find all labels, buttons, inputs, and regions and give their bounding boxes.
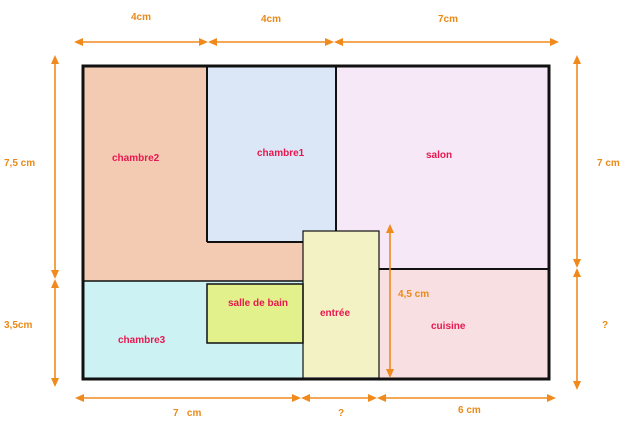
room-chambre1 — [207, 67, 336, 242]
arrow-head — [75, 394, 84, 402]
arrow-head — [550, 38, 559, 46]
room-salle-de-bain — [207, 284, 303, 343]
arrow-head — [547, 394, 556, 402]
dim-label-bottom-middle: ? — [338, 408, 344, 419]
room-chambre2 — [84, 67, 303, 281]
arrow-head — [573, 381, 581, 390]
arrow-head — [51, 279, 59, 288]
dim-label-bottom-left: 7 cm — [173, 408, 201, 419]
arrow-head — [74, 38, 83, 46]
label-chambre1: chambre1 — [257, 148, 305, 159]
arrow-head — [573, 268, 581, 277]
arrow-head — [51, 270, 59, 279]
dim-label-entree-height: 4,5 cm — [398, 289, 429, 300]
dim-label-right-upper: 7 cm — [597, 158, 620, 169]
arrow-head — [199, 38, 208, 46]
arrow-head — [51, 55, 59, 64]
dim-label-top-left: 4cm — [131, 12, 151, 23]
arrow-head — [386, 369, 394, 378]
arrow-head — [368, 394, 377, 402]
label-chambre3: chambre3 — [118, 335, 166, 346]
arrow-head — [325, 38, 334, 46]
arrow-head — [573, 259, 581, 268]
arrow-head — [292, 394, 301, 402]
room-entree — [303, 231, 379, 377]
label-entree: entrée — [320, 308, 350, 319]
dim-label-top-middle: 4cm — [261, 14, 281, 25]
dim-label-top-right: 7cm — [438, 14, 458, 25]
arrow-head — [334, 38, 343, 46]
room-cuisine — [379, 269, 548, 378]
arrow-head — [573, 55, 581, 64]
label-cuisine: cuisine — [431, 321, 466, 332]
label-salon: salon — [426, 150, 452, 161]
wall-entree — [302, 230, 380, 379]
arrow-head — [208, 38, 217, 46]
dim-label-left-upper: 7,5 cm — [4, 158, 35, 169]
arrow-head — [301, 394, 310, 402]
outer-wall — [81, 64, 551, 381]
dim-label-left-lower: 3,5cm — [4, 320, 32, 331]
label-chambre2: chambre2 — [112, 153, 160, 164]
arrow-head — [51, 378, 59, 387]
dim-label-bottom-right: 6 cm — [458, 405, 481, 416]
arrow-head — [386, 224, 394, 233]
label-salle-de-bain: salle de bain — [228, 298, 288, 309]
dim-label-right-lower: ? — [602, 320, 608, 331]
arrow-head — [377, 394, 386, 402]
